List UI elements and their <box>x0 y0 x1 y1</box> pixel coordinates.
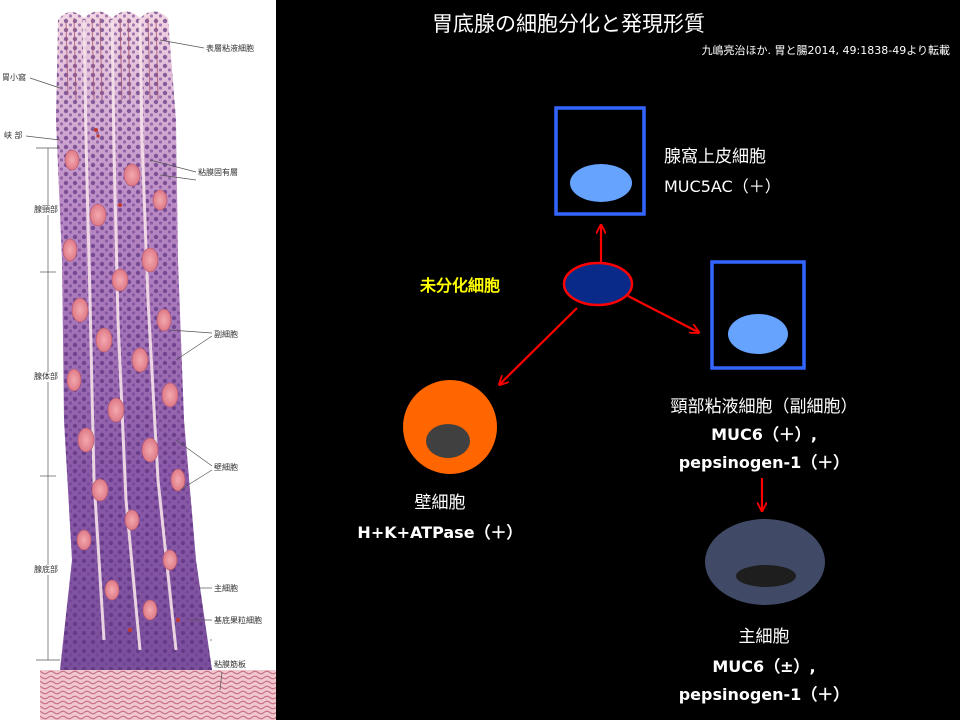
chief-cell-icon <box>705 519 825 605</box>
arrow-to-parietal <box>500 307 578 384</box>
undifferentiated-cell-label: 未分化細胞 <box>420 276 501 295</box>
label-isthmus: 峡 部 <box>4 131 23 140</box>
chief-nucleus <box>736 565 796 587</box>
label-lamina-propria: 粘膜固有層 <box>198 168 238 177</box>
label-chief-cell: 主細胞 <box>214 584 238 593</box>
chief-cell-marker-2: pepsinogen-1（＋） <box>678 685 850 704</box>
arrow-to-neck-mucous <box>627 295 698 332</box>
foveolar-cell-marker: MUC5AC（＋） <box>664 177 781 196</box>
chief-cell-name: 主細胞 <box>738 627 790 647</box>
undifferentiated-cell-icon <box>562 261 634 307</box>
label-surface-mucous-cell: 表層粘液細胞 <box>206 44 254 53</box>
parietal-cell-name: 壁細胞 <box>414 493 466 513</box>
foveolar-cell-icon <box>554 106 646 216</box>
chief-cell-marker-1: MUC6（±）, <box>712 657 816 676</box>
foveolar-nucleus <box>570 164 632 202</box>
label-basal-granular-cell: 基底果粒細胞 <box>214 616 262 625</box>
label-gland-base: 腺底部 <box>33 565 59 575</box>
label-gland-body: 腺体部 <box>33 372 59 382</box>
parietal-cell-icon <box>403 380 497 474</box>
neck-mucous-cell-marker-1: MUC6（＋）, <box>711 425 817 444</box>
foveolar-cell-name: 腺窩上皮細胞 <box>664 147 766 167</box>
label-muscularis-mucosae: 粘膜筋板 <box>214 660 246 669</box>
parietal-nucleus <box>426 424 470 458</box>
histology-illustration: 表層粘液細胞 粘膜固有層 副細胞 壁細胞 主細胞 基底果粒細胞 粘膜筋板 胃小窩… <box>0 0 276 720</box>
label-accessory-cell: 副細胞 <box>214 330 238 339</box>
gastric-gland-drawing <box>25 11 276 720</box>
neck-mucous-cell-icon <box>710 260 806 370</box>
slide-title: 胃底腺の細胞分化と発現形質 <box>432 12 705 36</box>
label-gastric-pit: 胃小窩 <box>2 73 26 82</box>
neck-mucous-cell-name: 頸部粘液細胞（副細胞） <box>670 397 858 417</box>
label-gland-neck: 腺頸部 <box>33 205 59 215</box>
label-parietal-cell: 壁細胞 <box>214 463 238 472</box>
neck-mucous-cell-marker-2: pepsinogen-1（＋） <box>678 453 850 472</box>
neck-mucous-nucleus <box>728 314 788 354</box>
parietal-cell-marker: H+K+ATPase（＋） <box>357 523 523 542</box>
citation: 九嶋亮治ほか. 胃と腸2014, 49:1838-49より転載 <box>701 44 950 57</box>
